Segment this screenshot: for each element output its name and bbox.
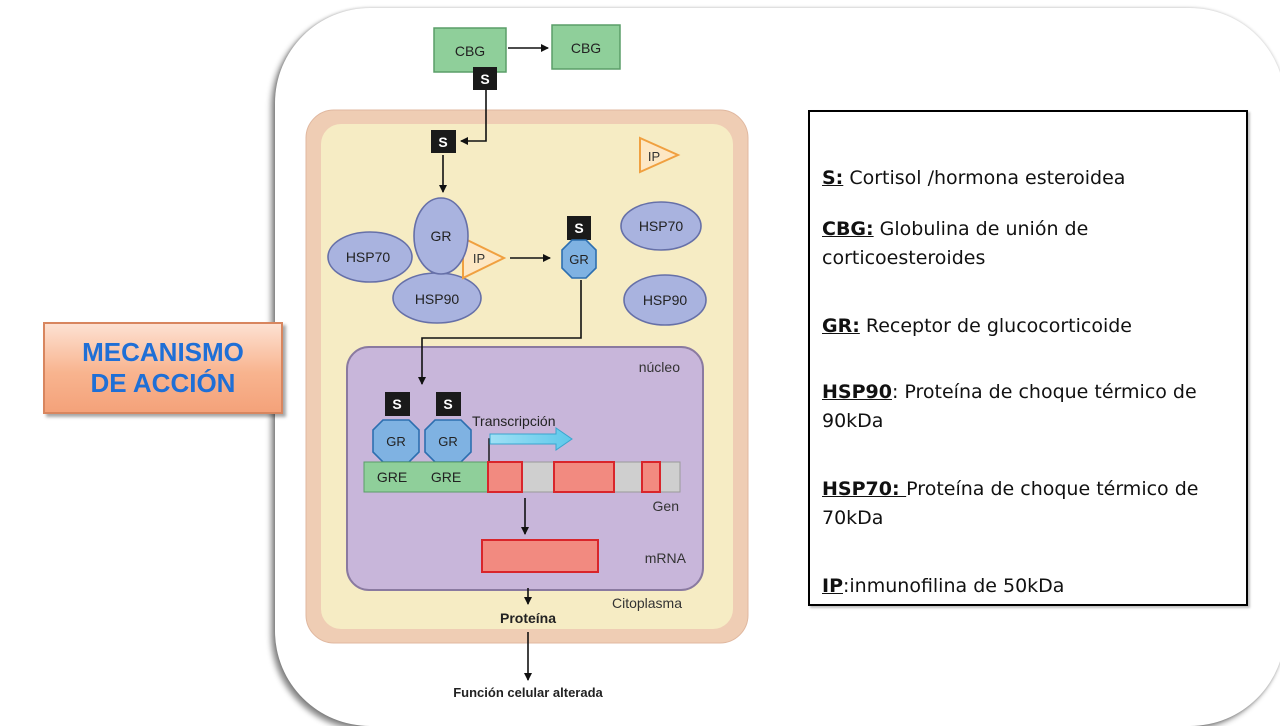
- steroid-dimer-2-label: S: [443, 396, 452, 412]
- mechanism-badge: MECANISMO DE ACCIÓN: [43, 322, 283, 414]
- gr-dimer-2-label: GR: [438, 434, 458, 449]
- nucleus-label: núcleo: [639, 359, 680, 375]
- steroid-dimer-1: [385, 392, 410, 416]
- protein-label: Proteína: [500, 610, 556, 626]
- gre-region: [363, 461, 489, 493]
- badge-line-2: DE ACCIÓN: [90, 368, 236, 398]
- legend-term: CBG:: [822, 218, 874, 240]
- legend-term: HSP90: [822, 381, 892, 403]
- exon-3: [641, 461, 661, 493]
- steroid-dimer-2: [436, 392, 461, 416]
- gr-complex-label: GR: [431, 228, 452, 244]
- hsp70-released-label: HSP70: [639, 218, 684, 234]
- outcome-label: Función celular alterada: [453, 685, 603, 700]
- cbg-free-label: CBG: [571, 40, 601, 56]
- legend-desc: :inmunofilina de 50kDa: [843, 575, 1065, 597]
- transcription-arrow: [489, 427, 573, 451]
- legend-desc: Globulina de unión de corticoesteroides: [822, 218, 1089, 269]
- legend-term: S:: [822, 167, 844, 189]
- cbg-bound-label: CBG: [455, 43, 485, 59]
- hsp70-released: [620, 201, 702, 251]
- ip-triangle-free: [639, 136, 681, 174]
- mrna-label: mRNA: [645, 550, 687, 566]
- legend-box: S: Cortisol /hormona esteroidea CBG: Glo…: [808, 110, 1248, 606]
- legend-item-ip: IP:inmunofilina de 50kDa: [822, 572, 1232, 601]
- legend-item-hsp70: HSP70: Proteína de choque térmico de 70k…: [822, 475, 1232, 533]
- hsp90-complex-label: HSP90: [415, 291, 460, 307]
- hsp70-complex-label: HSP70: [346, 249, 391, 265]
- cbg-bound-box: [433, 27, 507, 73]
- badge-line-1: MECANISMO: [82, 337, 244, 367]
- gr-activated: [561, 239, 597, 279]
- steroid-entry-arrow: [460, 90, 487, 145]
- hsp90-released: [623, 274, 707, 326]
- cytoplasm-label: Citoplasma: [612, 595, 682, 611]
- steroid-on-cbg-label: S: [480, 71, 489, 87]
- legend-term: IP: [822, 575, 843, 597]
- legend-item-cbg: CBG: Globulina de unión de corticoestero…: [822, 215, 1232, 273]
- legend-desc: : Proteína de choque térmico de 90kDa: [822, 381, 1197, 432]
- gr-activated-label: GR: [569, 252, 589, 267]
- ip-complex-label: IP: [473, 251, 485, 266]
- legend-item-gr: GR: Receptor de glucocorticoide: [822, 312, 1232, 341]
- legend-desc: Cortisol /hormona esteroidea: [843, 167, 1126, 189]
- hsp70-complex: [327, 231, 413, 283]
- legend-term: GR:: [822, 315, 860, 337]
- mrna-strand: [481, 539, 599, 573]
- legend-term: HSP70:: [822, 478, 907, 500]
- gr-dimer-1-label: GR: [386, 434, 406, 449]
- gene-label: Gen: [653, 498, 679, 514]
- legend-desc: Receptor de glucocorticoide: [859, 315, 1132, 337]
- steroid-in-cytoplasm-label: S: [438, 134, 447, 150]
- exon-2: [553, 461, 615, 493]
- transcription-label: Transcripción: [472, 413, 556, 429]
- steroid-dimer-1-label: S: [392, 396, 401, 412]
- translocation-arrow: [418, 280, 582, 385]
- exon-1: [487, 461, 523, 493]
- steroid-on-cbg: [473, 67, 497, 90]
- gre-label-2: GRE: [431, 469, 461, 485]
- ip-free-label: IP: [648, 149, 660, 164]
- hsp90-released-label: HSP90: [643, 292, 688, 308]
- steroid-in-cytoplasm: [431, 130, 456, 153]
- cbg-free-box: [551, 24, 621, 70]
- gre-label-1: GRE: [377, 469, 407, 485]
- steroid-on-gr-label: S: [574, 220, 583, 236]
- steroid-on-gr: [567, 216, 591, 240]
- legend-item-hsp90: HSP90: Proteína de choque térmico de 90k…: [822, 378, 1232, 436]
- gr-complex: [413, 197, 469, 275]
- legend-item-s: S: Cortisol /hormona esteroidea: [822, 164, 1232, 193]
- legend-desc: Proteína de choque térmico de 70kDa: [822, 478, 1199, 529]
